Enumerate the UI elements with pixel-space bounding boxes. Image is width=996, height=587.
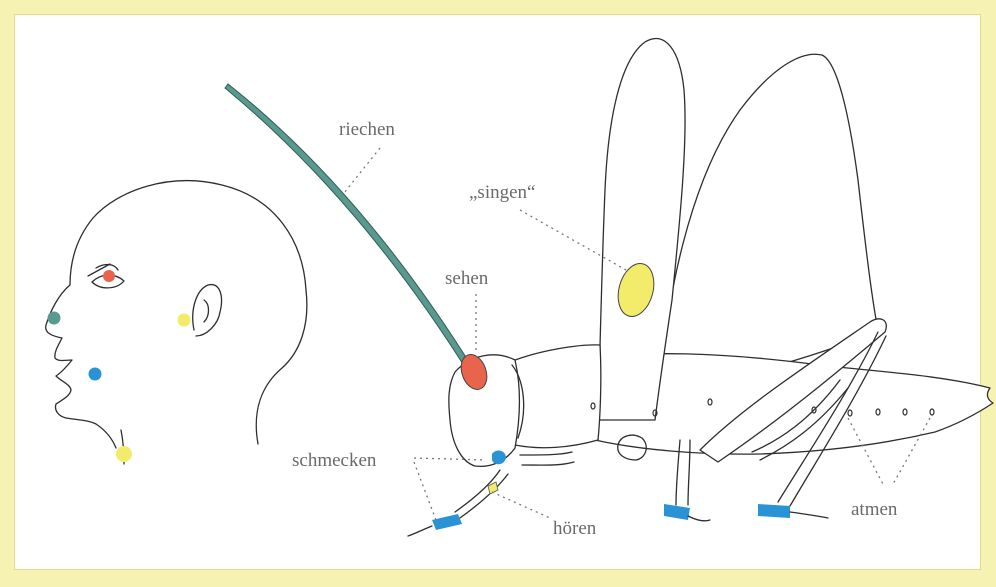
front-foot	[432, 514, 462, 530]
hind-foot-claw	[790, 512, 828, 518]
leader-riechen	[340, 148, 380, 198]
label-singen: „singen“	[469, 182, 535, 203]
human-ear-dot	[178, 314, 191, 327]
label-hoeren: hören	[553, 518, 597, 539]
leader-hoeren	[492, 492, 550, 518]
human-ear	[193, 285, 222, 336]
head-outline	[46, 181, 307, 448]
human-nose-dot	[48, 312, 61, 325]
human-mouth-dot	[89, 368, 102, 381]
human-eye-dot	[103, 270, 115, 282]
hind-foot	[758, 504, 790, 518]
mid-foot-claw	[688, 516, 710, 521]
label-atmen: atmen	[851, 499, 898, 520]
leader-schmecken-foot	[414, 462, 436, 520]
label-sehen: sehen	[445, 268, 489, 289]
human-head	[46, 181, 307, 464]
label-riechen: riechen	[339, 119, 395, 140]
label-schmecken: schmecken	[292, 450, 377, 471]
mid-foot	[664, 504, 690, 520]
human-throat-dot	[116, 446, 132, 462]
front-foot-claw	[408, 526, 432, 536]
